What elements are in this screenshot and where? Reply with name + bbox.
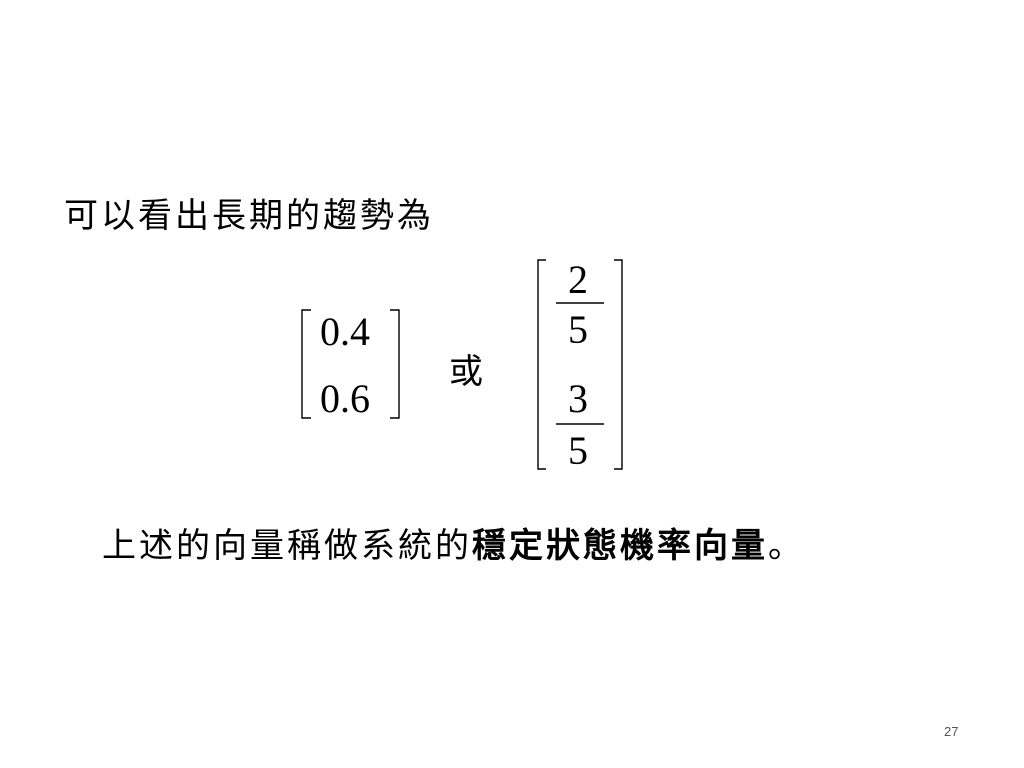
vector-b-right-bracket <box>614 259 623 470</box>
conclusion-suffix: 。 <box>768 526 805 566</box>
vector-a-top: 0.4 <box>320 309 370 354</box>
vector-a-left-bracket <box>301 309 311 419</box>
vector-b-bottom-denominator: 5 <box>568 428 588 473</box>
conclusion-emphasis: 穩定狀態機率向量 <box>472 526 768 566</box>
vector-b-bottom-numerator: 3 <box>568 376 588 421</box>
intro-text: 可以看出長期的趨勢為 <box>64 196 434 236</box>
vector-b-top-denominator: 5 <box>568 307 588 352</box>
vector-a-right-bracket <box>390 309 400 419</box>
vector-b-top-numerator: 2 <box>568 257 588 302</box>
conclusion-text: 上述的向量稱做系統的穩定狀態機率向量。 <box>102 522 805 570</box>
connector-text: 或 <box>449 352 483 392</box>
conclusion-prefix: 上述的向量稱做系統的 <box>102 526 472 566</box>
page-number: 27 <box>944 724 959 739</box>
vector-a-bottom: 0.6 <box>320 376 370 421</box>
vector-b-left-bracket <box>537 259 546 470</box>
